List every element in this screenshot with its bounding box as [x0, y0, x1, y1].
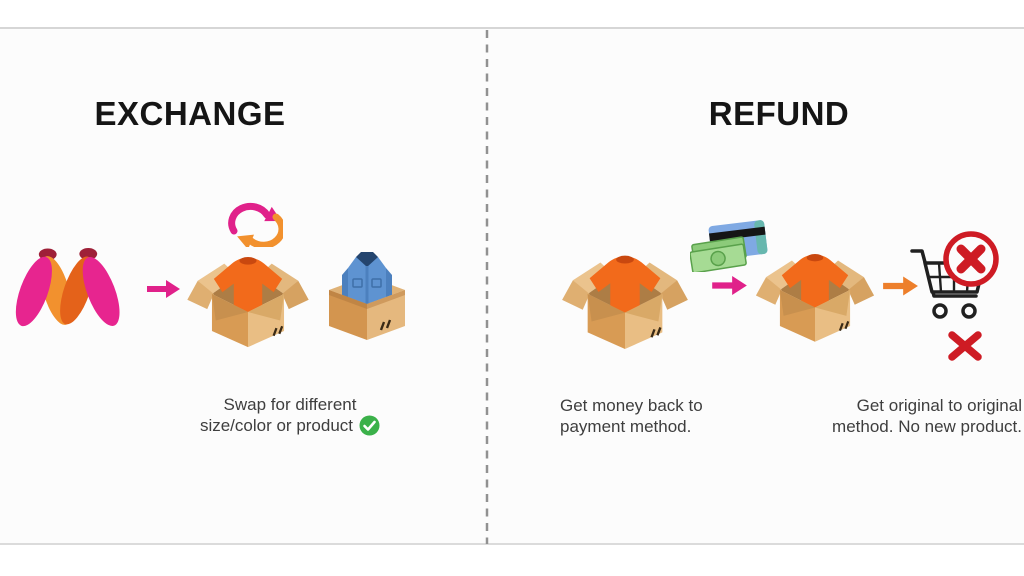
refund-caption-money-line2: payment method.	[560, 417, 692, 436]
cash-icon	[690, 236, 747, 272]
open-box-orange-tshirt-icon	[187, 257, 309, 348]
arrow-right-pink-icon	[147, 280, 180, 298]
green-check-circle-icon	[359, 415, 380, 436]
refund-caption-money: Get money back to payment method.	[560, 395, 735, 437]
swap-arrows-icon	[228, 202, 283, 247]
refund-caption-no-product-line1: Get original to original	[856, 396, 1022, 415]
cash-and-card-icon	[690, 220, 768, 272]
arrow-right-orange-icon	[883, 276, 918, 296]
arrow-right-pink-icon	[712, 276, 747, 295]
exchange-title: EXCHANGE	[94, 95, 286, 132]
dashed-divider	[485, 30, 489, 544]
exchange-caption: Swap for different size/color or product	[183, 394, 397, 436]
refund-caption-no-product-line2: method. No new product.	[832, 417, 1022, 436]
open-box-orange-tshirt-icon	[755, 254, 875, 342]
myntra-logo	[15, 247, 120, 327]
refund-caption-money-line1: Get money back to	[560, 396, 703, 415]
exchange-caption-line2: size/color or product	[199, 416, 354, 435]
red-cross-icon	[948, 331, 982, 361]
exchange-caption-line2-row: size/color or product	[183, 415, 397, 436]
cart-with-red-cross-icon	[910, 231, 999, 319]
refund-title: REFUND	[708, 95, 850, 132]
box-denim-shirt-icon	[329, 252, 405, 340]
refund-caption-no-product: Get original to original method. No new …	[798, 395, 1022, 437]
open-box-orange-tshirt-icon	[562, 255, 688, 350]
exchange-caption-line1: Swap for different	[223, 395, 357, 414]
